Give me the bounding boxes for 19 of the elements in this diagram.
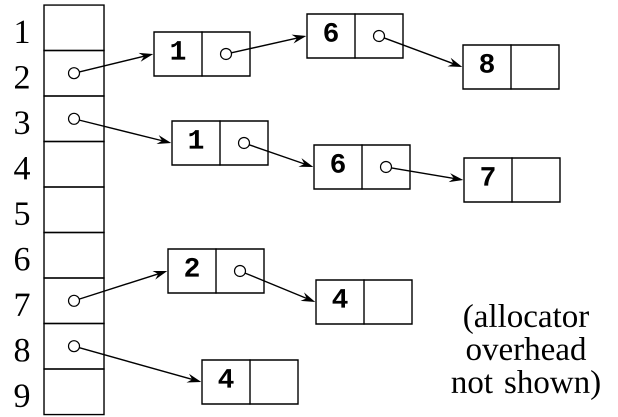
index-number: 1 [16, 20, 28, 44]
index-number: 4 [14, 157, 30, 180]
list-node: 2 [167, 248, 265, 294]
index-number: 8 [14, 338, 30, 362]
note: (allocator overhead not shown) [452, 304, 600, 400]
list-node: 8 [462, 44, 560, 90]
index-number: 6 [14, 248, 30, 271]
list-node: 6 [306, 13, 404, 59]
list-node: 4 [315, 279, 413, 325]
list-node: 4 [201, 359, 299, 405]
index-number: 7 [16, 294, 30, 316]
list-node: 6 [313, 144, 411, 190]
list-node: 7 [463, 157, 561, 203]
index-number: 9 [14, 384, 30, 408]
index-number: 5 [15, 202, 30, 226]
list-node: 1 [153, 31, 251, 77]
index-number: 3 [15, 111, 30, 134]
list-node: 1 [171, 120, 269, 166]
index-number: 2 [15, 66, 29, 88]
